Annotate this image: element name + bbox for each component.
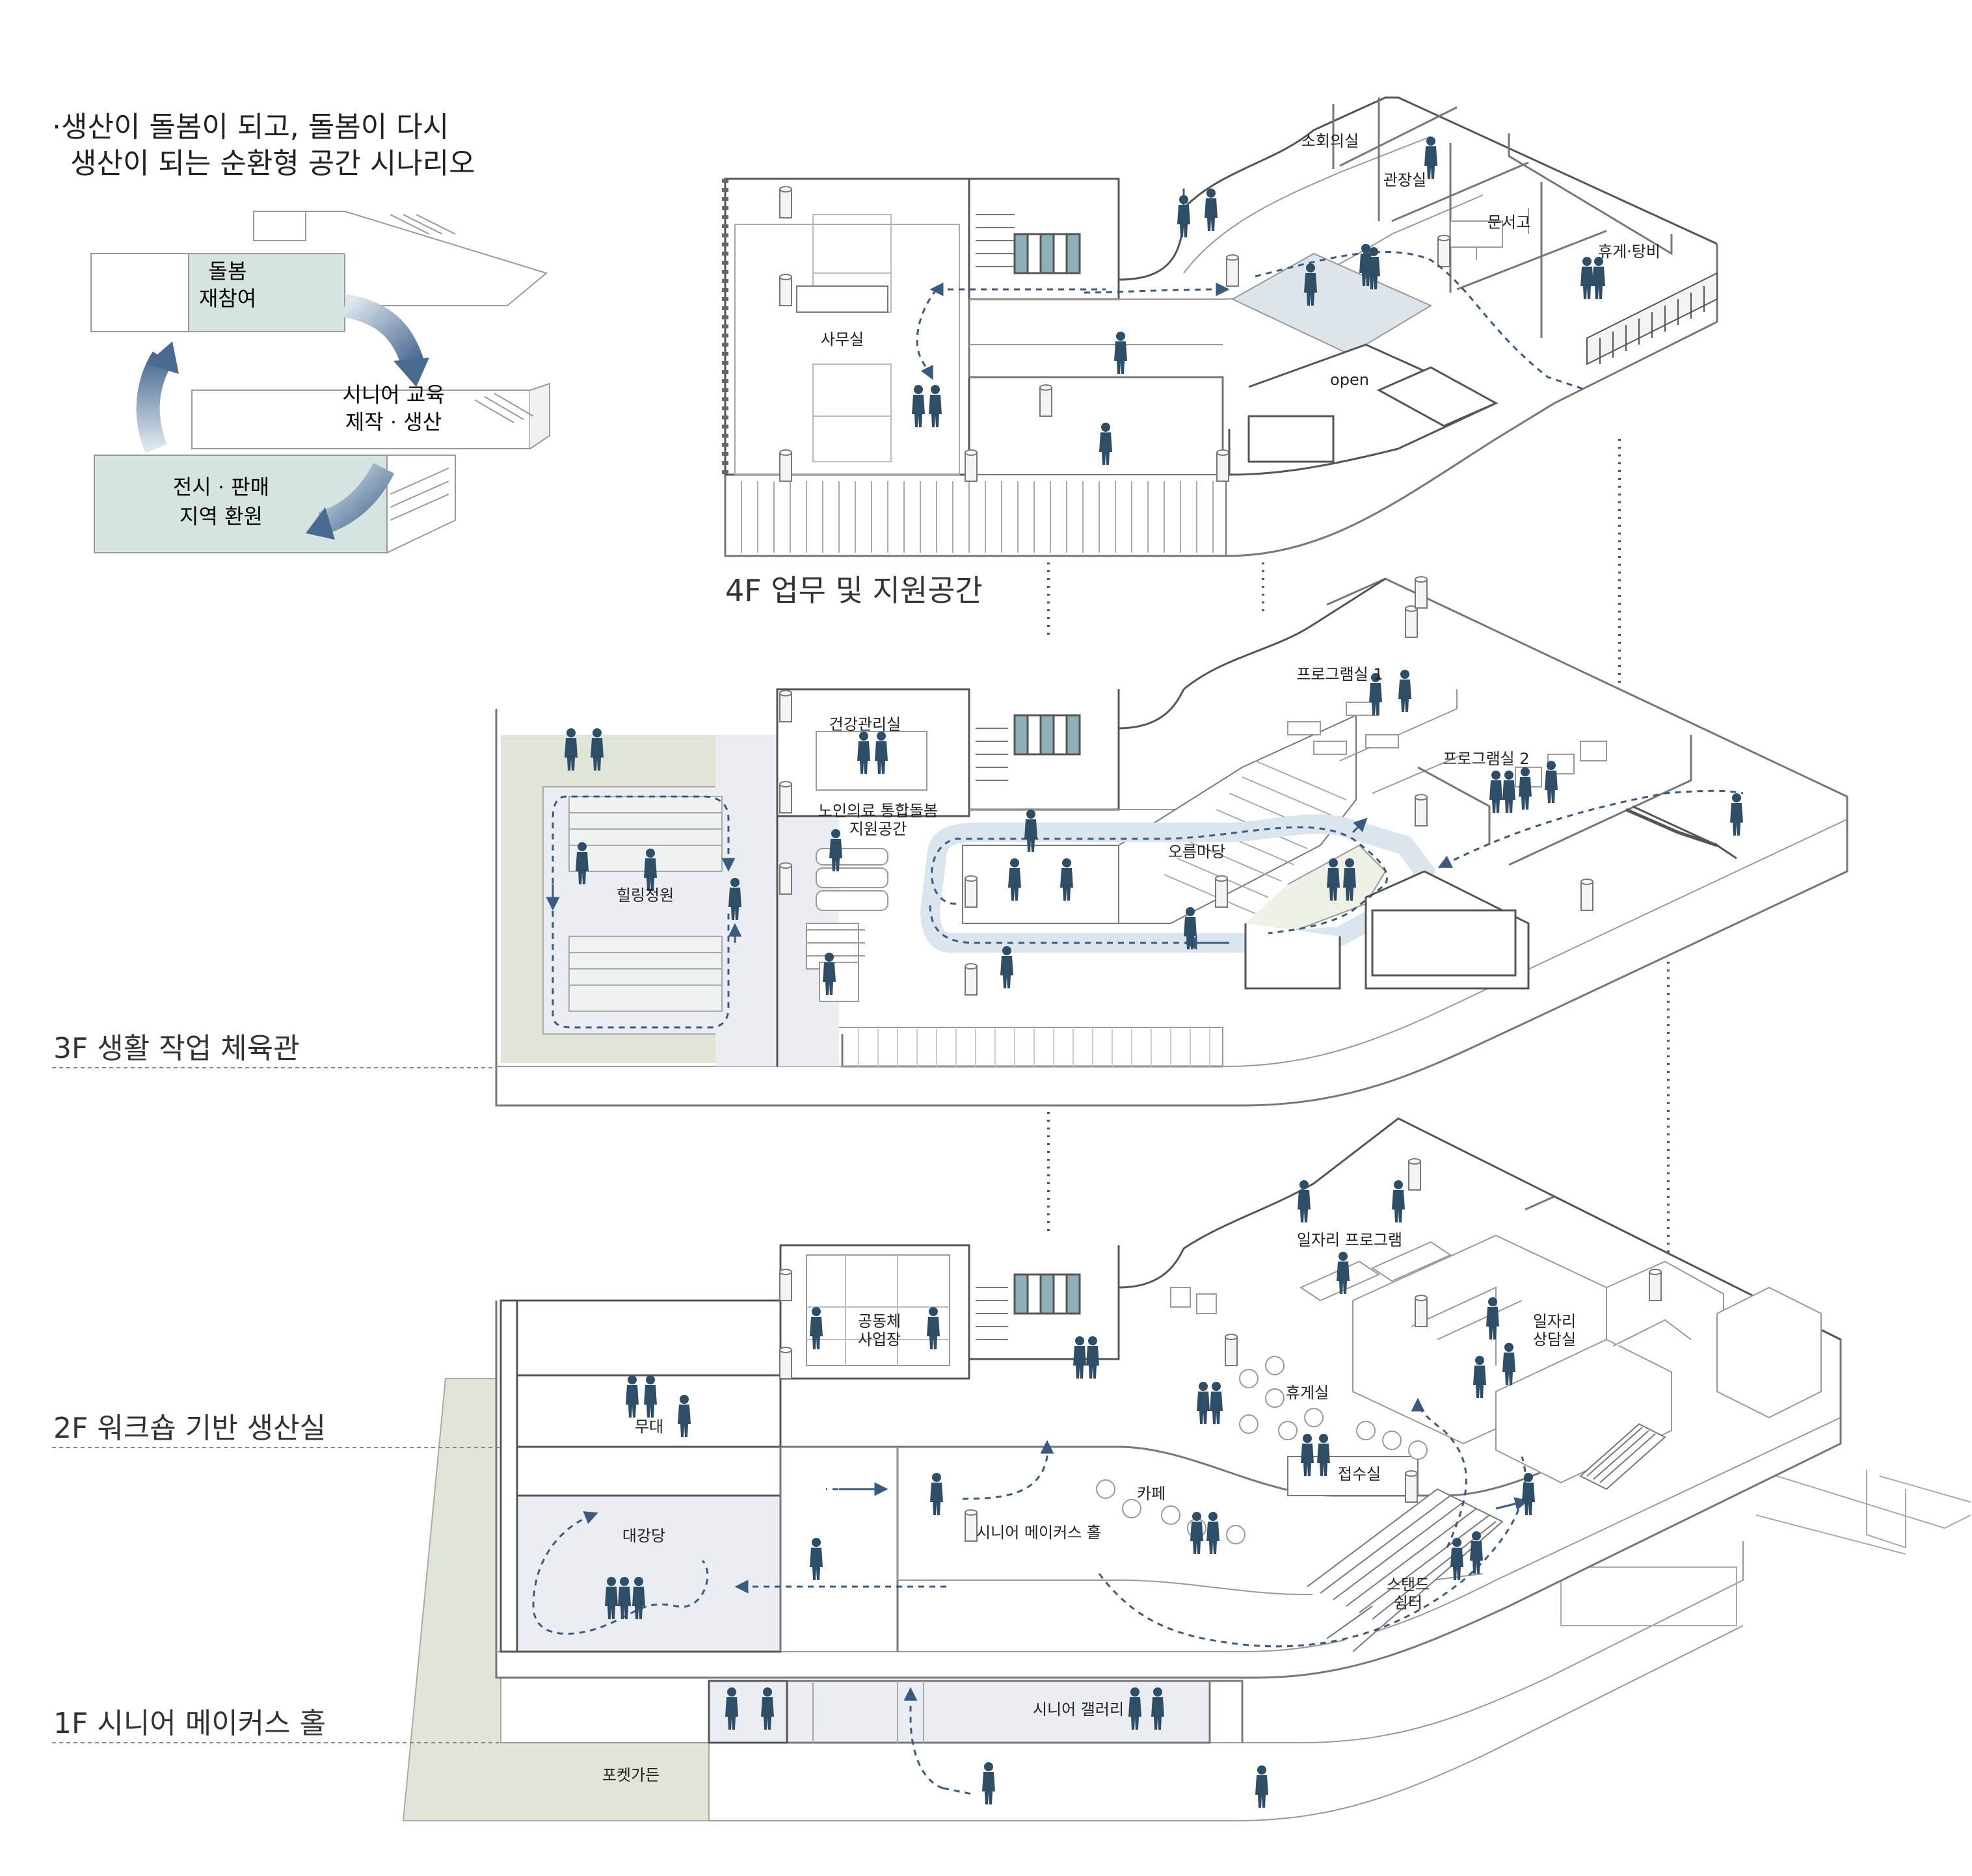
floor-1f-title: 1F 시니어 메이커스 홀 <box>53 1707 326 1740</box>
floor-2f-title: 2F 워크숍 기반 생산실 <box>53 1412 326 1445</box>
cycle-label-bot-b: 지역 환원 <box>180 504 263 529</box>
2f-grand-stair <box>1307 1423 1666 1652</box>
intro-line-2: 생산이 되는 순환형 공간 시나리오 <box>70 147 475 180</box>
room-office: 사무실 <box>821 330 864 349</box>
scenario-intro: ·생산이 돌봄이 되고, 돌봄이 다시 생산이 되는 순환형 공간 시나리오 <box>52 109 475 182</box>
4f-room-labels: 소회의실 관장실 문서고 휴게·탕비 사무실 open <box>821 132 1660 389</box>
room-job-consult-b: 상담실 <box>1533 1330 1576 1349</box>
room-job-program: 일자리 프로그램 <box>1297 1231 1402 1249</box>
room-community-b: 사업장 <box>858 1330 901 1349</box>
arrowhead-icon <box>393 358 429 387</box>
room-gallery: 시니어 갤러리 <box>1033 1700 1124 1719</box>
2f-rooms-right <box>1352 1234 1822 1484</box>
4f-flow-path <box>1079 250 1588 391</box>
arrowhead-icon <box>146 341 179 374</box>
ground-plane <box>501 1541 1744 1743</box>
room-archive: 문서고 <box>1487 213 1530 231</box>
room-stand-b: 쉼터 <box>1394 1594 1422 1612</box>
room-program-1: 프로그램실 1 <box>1296 665 1383 683</box>
cycle-arrow-lower <box>317 462 395 535</box>
room-makers-hall: 시니어 메이커스 홀 <box>976 1524 1101 1542</box>
floor-4f-title: 4F 업무 및 지원공간 <box>725 573 983 608</box>
cycle-label-mid-a: 시니어 교육 <box>342 382 444 407</box>
room-stage: 무대 <box>635 1418 663 1436</box>
cycle-label-top-b: 재참여 <box>199 286 256 311</box>
cycle-arrow-right <box>342 294 425 368</box>
floor-3f-title: 3F 생활 작업 체육관 <box>53 1032 300 1065</box>
room-program-2: 프로그램실 2 <box>1443 750 1529 768</box>
room-lounge: 휴게·탕비 <box>1598 243 1660 261</box>
cycle-bottom-block <box>94 455 456 554</box>
floor-title-leaders <box>52 1067 501 1743</box>
3f-room-labels: 프로그램실 1 프로그램실 2 건강관리실 노인의료 통합돌봄 지원공간 오름마… <box>617 665 1530 905</box>
vertical-connectors <box>1047 439 1670 1431</box>
person-icon <box>1255 1765 1268 1808</box>
room-cafe: 카페 <box>1137 1485 1166 1503</box>
room-care-a: 노인의료 통합돌봄 <box>818 802 938 820</box>
2f-auditorium-loop <box>532 1511 709 1635</box>
cycle-mid-block <box>191 382 550 449</box>
floor-2f-1f <box>402 1117 1971 1821</box>
room-reception: 접수실 <box>1338 1465 1381 1483</box>
person-icon <box>982 1762 995 1804</box>
intro-line-1: ·생산이 돌봄이 되고, 돌봄이 다시 <box>52 111 449 144</box>
3f-garden-loop <box>552 795 736 1029</box>
4f-facade-fins <box>1586 272 1718 365</box>
cycle-label-bot-a: 전시 · 판매 <box>173 475 269 499</box>
room-small-meeting: 소회의실 <box>1301 132 1359 150</box>
cycle-top-block <box>90 211 548 332</box>
room-health: 건강관리실 <box>829 715 901 733</box>
cycle-label-mid-b: 제작 · 생산 <box>345 410 442 434</box>
room-lounge-2f: 휴게실 <box>1286 1384 1329 1402</box>
room-care-b: 지원공간 <box>849 820 907 838</box>
cycle-arrow-up <box>136 351 173 453</box>
person-icon <box>1392 1180 1405 1222</box>
room-healing-garden: 힐링정원 <box>617 886 674 905</box>
room-open: open <box>1330 371 1369 389</box>
3f-flow-loop <box>929 826 1389 944</box>
room-pocket-garden: 포켓가든 <box>602 1766 660 1784</box>
room-stand-a: 스탠드 <box>1387 1576 1430 1594</box>
room-steps: 오름마당 <box>1168 843 1225 861</box>
room-auditorium: 대강당 <box>622 1527 665 1545</box>
room-director: 관장실 <box>1383 171 1426 189</box>
cycle-label-top-a: 돌봄 <box>209 259 247 284</box>
floor-3f <box>495 575 1848 1107</box>
2f-1f-room-labels: 일자리 프로그램 공동체 사업장 일자리 상담실 휴게실 무대 접수실 카페 대… <box>602 1231 1576 1784</box>
room-job-consult-a: 일자리 <box>1533 1312 1576 1330</box>
cycle-diagram: 돌봄 재참여 시니어 교육 제작 · 생산 전시 · 판매 지역 환원 <box>90 211 550 554</box>
bullet-icon: · <box>52 111 61 144</box>
floor-4f <box>722 96 1718 557</box>
arrowhead-icon <box>306 507 335 540</box>
room-community-a: 공동체 <box>858 1312 901 1330</box>
